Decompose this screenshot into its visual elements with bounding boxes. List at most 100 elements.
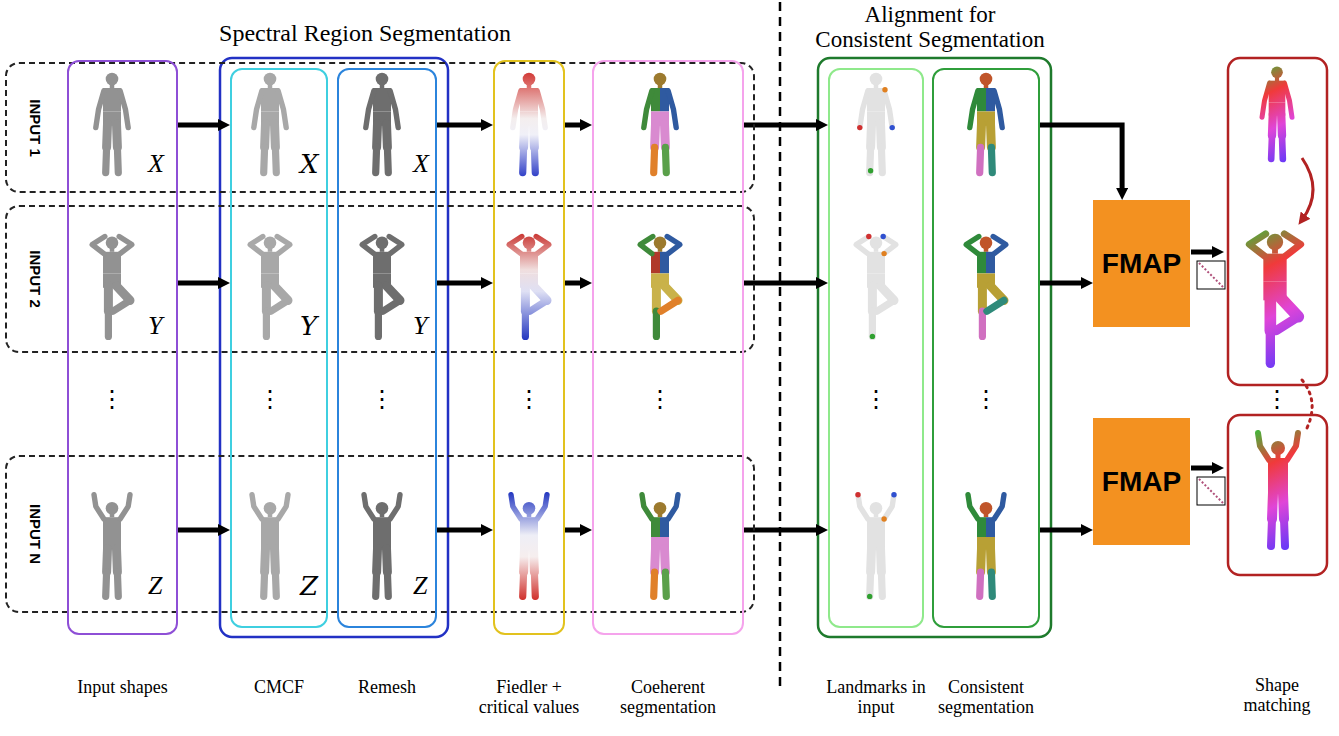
input-row: INPUT 2: [5, 205, 755, 353]
column-heading: Coeherent segmentation: [603, 678, 733, 718]
body-figure: [93, 73, 131, 174]
matching-frame: [1228, 58, 1327, 385]
stage-column: Consistent segmentation: [932, 68, 1040, 628]
flow-arrow: [437, 281, 483, 286]
input-row: INPUT 1: [5, 62, 755, 193]
shape-symbol: X: [300, 150, 319, 179]
column-heading: Consistent segmentation: [926, 678, 1046, 718]
column-heading: Fiedler + critical values: [474, 678, 584, 718]
flow-arrow: [744, 281, 818, 286]
body-figure: [967, 73, 1005, 174]
ellipsis-mark: ⋮: [370, 386, 394, 412]
ellipsis-mark: ⋮: [1265, 386, 1289, 412]
column-heading: CMCF: [229, 678, 329, 698]
flow-arrow: [178, 123, 220, 128]
body-figure: [249, 492, 290, 599]
ellipsis-mark: ⋮: [648, 386, 672, 412]
flow-arrow: [565, 123, 582, 128]
body-figure: [1260, 67, 1295, 160]
column-heading: Input shapes: [58, 678, 188, 698]
output-arrow: [1191, 466, 1214, 471]
ellipsis-mark: ⋮: [258, 386, 282, 412]
input-row: INPUT N: [5, 455, 755, 613]
matrix-diagonal: [1199, 263, 1223, 287]
flow-arrow: [178, 528, 220, 533]
shape-symbol: Z: [148, 572, 162, 601]
flow-arrow: [437, 528, 483, 533]
matrix-icon: [1197, 261, 1225, 289]
box-label: FMAP: [1102, 248, 1181, 280]
body-figure: [361, 492, 402, 599]
shape-symbol: Z: [300, 572, 318, 601]
process-box: FMAP: [1093, 418, 1190, 545]
map-arrows: [1191, 158, 1313, 505]
column-heading: Shape matching: [1232, 676, 1322, 716]
alignment-frame: [818, 58, 1051, 637]
section-title: Alignment for Consistent Segmentation: [780, 2, 1080, 53]
row-label: INPUT 1: [27, 99, 44, 157]
body-figures: [91, 67, 1301, 600]
stage-column: Fiedler + critical values: [493, 60, 565, 635]
body-figure: [509, 234, 549, 339]
stage-column: Coeherent segmentation: [592, 60, 744, 635]
body-figure: [639, 492, 680, 599]
flow-arrow: [178, 281, 220, 286]
flow-arrow: [1040, 281, 1083, 286]
process-box: FMAP: [1093, 200, 1190, 327]
shape-symbol: Y: [413, 312, 427, 341]
row-label: INPUT 2: [27, 250, 44, 308]
body-figure: [363, 73, 401, 174]
box-label: FMAP: [1102, 466, 1181, 498]
spectral-frame: [220, 58, 448, 637]
body-figure: [251, 73, 289, 174]
body-figure: [362, 234, 402, 339]
body-figure: [640, 234, 680, 339]
body-figure: [1249, 230, 1300, 366]
matrix-diagonal: [1199, 479, 1223, 503]
shape-symbol: X: [148, 150, 164, 179]
body-figure: [91, 492, 132, 599]
map-arrow: [1302, 158, 1313, 220]
ellipsis-mark: ⋮: [100, 386, 124, 412]
flow-arrow: [565, 528, 582, 533]
shape-symbol: Y: [300, 312, 317, 341]
body-figure: [857, 73, 895, 174]
group-frames: [220, 2, 1327, 690]
shape-symbol: X: [413, 150, 429, 179]
stage-column: Landmarks in input: [828, 68, 924, 628]
flow-arrow: [1040, 528, 1083, 533]
flow-arrow: [565, 281, 582, 286]
column-heading: Landmarks in input: [826, 678, 926, 718]
column-heading: Remesh: [337, 678, 437, 698]
stage-column: Input shapes: [67, 60, 178, 635]
section-title: Spectral Region Segmentation: [219, 20, 511, 46]
body-figure: [965, 492, 1006, 599]
body-figure: [855, 492, 896, 599]
body-figure: [92, 234, 132, 339]
body-figure: [966, 234, 1006, 339]
ellipsis-mark: ⋮: [974, 386, 998, 412]
flow-arrow: [437, 123, 483, 128]
flow-arrow: [744, 528, 818, 533]
body-figure: [508, 492, 549, 599]
matrix-icon: [1197, 477, 1225, 505]
divider-line: [779, 2, 782, 690]
flow-arrow: [744, 123, 818, 128]
shape-symbol: Y: [148, 312, 162, 341]
body-figure: [641, 73, 679, 174]
matching-frame: [1228, 415, 1327, 575]
flow-arrow: [1040, 125, 1122, 190]
shape-symbol: Z: [413, 572, 427, 601]
body-figure: [250, 234, 290, 339]
row-label: INPUT N: [27, 504, 44, 564]
body-figure: [856, 234, 896, 339]
ellipsis-mark: ⋮: [864, 386, 888, 412]
body-figure: [1255, 430, 1301, 549]
output-arrow: [1191, 250, 1214, 255]
ellipsis-mark: ⋮: [517, 386, 541, 412]
map-arrow-dotted: [1302, 380, 1312, 430]
body-figure: [510, 73, 548, 174]
